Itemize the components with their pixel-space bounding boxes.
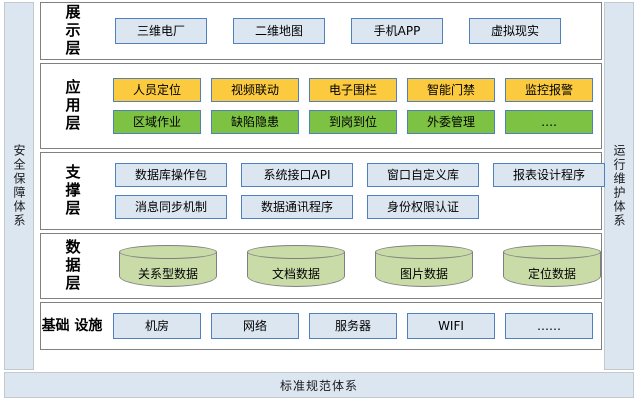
cylinder-body — [503, 252, 601, 287]
node-infrastructure-network[interactable]: 网络 — [211, 313, 299, 339]
layer-label-support-text: 支撑层 — [63, 164, 82, 218]
node-support-data-communication-program[interactable]: 数据通讯程序 — [241, 195, 353, 219]
cylinder-top-ellipse — [119, 245, 217, 259]
row-application-1: 人员定位 视频联动 电子围栏 智能门禁 监控报警 — [103, 78, 593, 102]
layer-label-data: 数据层 — [41, 234, 103, 298]
row-presentation-1: 三维电厂 二维地图 手机APP 虚拟现实 — [103, 18, 593, 44]
node-support-identity-authorization[interactable]: 身份权限认证 — [367, 195, 479, 219]
node-support-message-sync-mechanism[interactable]: 消息同步机制 — [115, 195, 227, 219]
node-application-on-post-arrival[interactable]: 到岗到位 — [309, 110, 397, 134]
node-support-window-custom-library[interactable]: 窗口自定义库 — [367, 163, 479, 187]
row-support-1: 数据库操作包 系统接口API 窗口自定义库 报表设计程序 — [103, 163, 605, 187]
cylinder-top-ellipse — [247, 245, 345, 259]
layer-body-data: 关系型数据 文档数据 图片数据 定位数据 — [103, 245, 609, 287]
cylinder-positioning-data[interactable]: 定位数据 — [503, 245, 601, 287]
node-application-defect-hazard[interactable]: 缺陷隐患 — [211, 110, 299, 134]
layer-label-support: 支撑层 — [41, 153, 103, 229]
node-application-electronic-fence[interactable]: 电子围栏 — [309, 78, 397, 102]
node-application-video-linkage[interactable]: 视频联动 — [211, 78, 299, 102]
cylinder-top-ellipse — [375, 245, 473, 259]
layer-label-infrastructure: 基础 设施 — [41, 303, 103, 349]
layer-label-presentation-text: 展示层 — [63, 4, 82, 58]
node-application-personnel-positioning[interactable]: 人员定位 — [113, 78, 201, 102]
node-support-system-interface-api[interactable]: 系统接口API — [241, 163, 353, 187]
cylinder-relational-data[interactable]: 关系型数据 — [119, 245, 217, 287]
right-rail-label: 运行维护体系 — [612, 144, 626, 228]
layer-stack: 展示层 三维电厂 二维地图 手机APP 虚拟现实 应用层 人员定位 视频联动 — [40, 2, 605, 370]
cylinder-document-data[interactable]: 文档数据 — [247, 245, 345, 287]
layer-body-support: 数据库操作包 系统接口API 窗口自定义库 报表设计程序 消息同步机制 数据通讯… — [103, 163, 613, 219]
layer-label-data-text: 数据层 — [63, 239, 82, 293]
node-application-area-operation[interactable]: 区域作业 — [113, 110, 201, 134]
row-infrastructure-1: 机房 网络 服务器 WIFI …… — [103, 313, 593, 339]
layer-body-application: 人员定位 视频联动 电子围栏 智能门禁 监控报警 区域作业 缺陷隐患 到岗到位 … — [103, 78, 601, 134]
layer-data: 数据层 关系型数据 文档数据 — [40, 233, 602, 299]
cylinder-label: 文档数据 — [271, 266, 320, 281]
node-application-outsourcing-management[interactable]: 外委管理 — [407, 110, 495, 134]
node-application-smart-access-control[interactable]: 智能门禁 — [407, 78, 495, 102]
node-support-database-operation-package[interactable]: 数据库操作包 — [115, 163, 227, 187]
cylinder-label: 图片数据 — [399, 266, 448, 281]
cylinder-image-data[interactable]: 图片数据 — [375, 245, 473, 287]
cylinder-top-ellipse — [503, 245, 601, 259]
row-data-1: 关系型数据 文档数据 图片数据 定位数据 — [103, 245, 601, 287]
node-infrastructure-more[interactable]: …… — [505, 313, 593, 339]
node-presentation-2d-map[interactable]: 二维地图 — [233, 18, 325, 44]
layer-label-infrastructure-text: 基础 设施 — [41, 317, 103, 334]
layer-label-application-text: 应用层 — [63, 79, 82, 133]
bottom-bar-label: 标准规范体系 — [279, 378, 358, 393]
left-rail-label: 安全保障体系 — [12, 144, 26, 228]
layer-support: 支撑层 数据库操作包 系统接口API 窗口自定义库 报表设计程序 消息同步机制 … — [40, 152, 605, 230]
bottom-bar-standards-system: 标准规范体系 — [4, 372, 634, 398]
node-presentation-virtual-reality[interactable]: 虚拟现实 — [469, 18, 561, 44]
layer-application: 应用层 人员定位 视频联动 电子围栏 智能门禁 监控报警 区域作业 缺陷隐患 到… — [40, 63, 602, 149]
layer-label-application: 应用层 — [41, 64, 103, 148]
layer-body-infrastructure: 机房 网络 服务器 WIFI …… — [103, 313, 601, 339]
cylinder-label: 定位数据 — [527, 266, 576, 281]
node-application-monitoring-alarm[interactable]: 监控报警 — [505, 78, 593, 102]
node-infrastructure-wifi[interactable]: WIFI — [407, 313, 495, 339]
row-application-2: 区域作业 缺陷隐患 到岗到位 外委管理 …. — [103, 110, 593, 134]
layer-presentation: 展示层 三维电厂 二维地图 手机APP 虚拟现实 — [40, 2, 602, 60]
left-rail-security-assurance: 安全保障体系 — [4, 2, 34, 370]
layer-label-presentation: 展示层 — [41, 3, 103, 59]
layer-body-presentation: 三维电厂 二维地图 手机APP 虚拟现实 — [103, 18, 601, 44]
cylinder-label: 关系型数据 — [137, 266, 198, 281]
node-presentation-mobile-app[interactable]: 手机APP — [351, 18, 443, 44]
node-presentation-3d-plant[interactable]: 三维电厂 — [115, 18, 207, 44]
node-infrastructure-data-center-room[interactable]: 机房 — [113, 313, 201, 339]
node-application-more[interactable]: …. — [505, 110, 593, 134]
right-rail-operation-maintenance: 运行维护体系 — [604, 2, 634, 370]
layer-infrastructure: 基础 设施 机房 网络 服务器 WIFI …… — [40, 302, 602, 350]
row-support-2: 消息同步机制 数据通讯程序 身份权限认证 — [103, 195, 605, 219]
node-support-report-design-program[interactable]: 报表设计程序 — [493, 163, 605, 187]
node-infrastructure-server[interactable]: 服务器 — [309, 313, 397, 339]
